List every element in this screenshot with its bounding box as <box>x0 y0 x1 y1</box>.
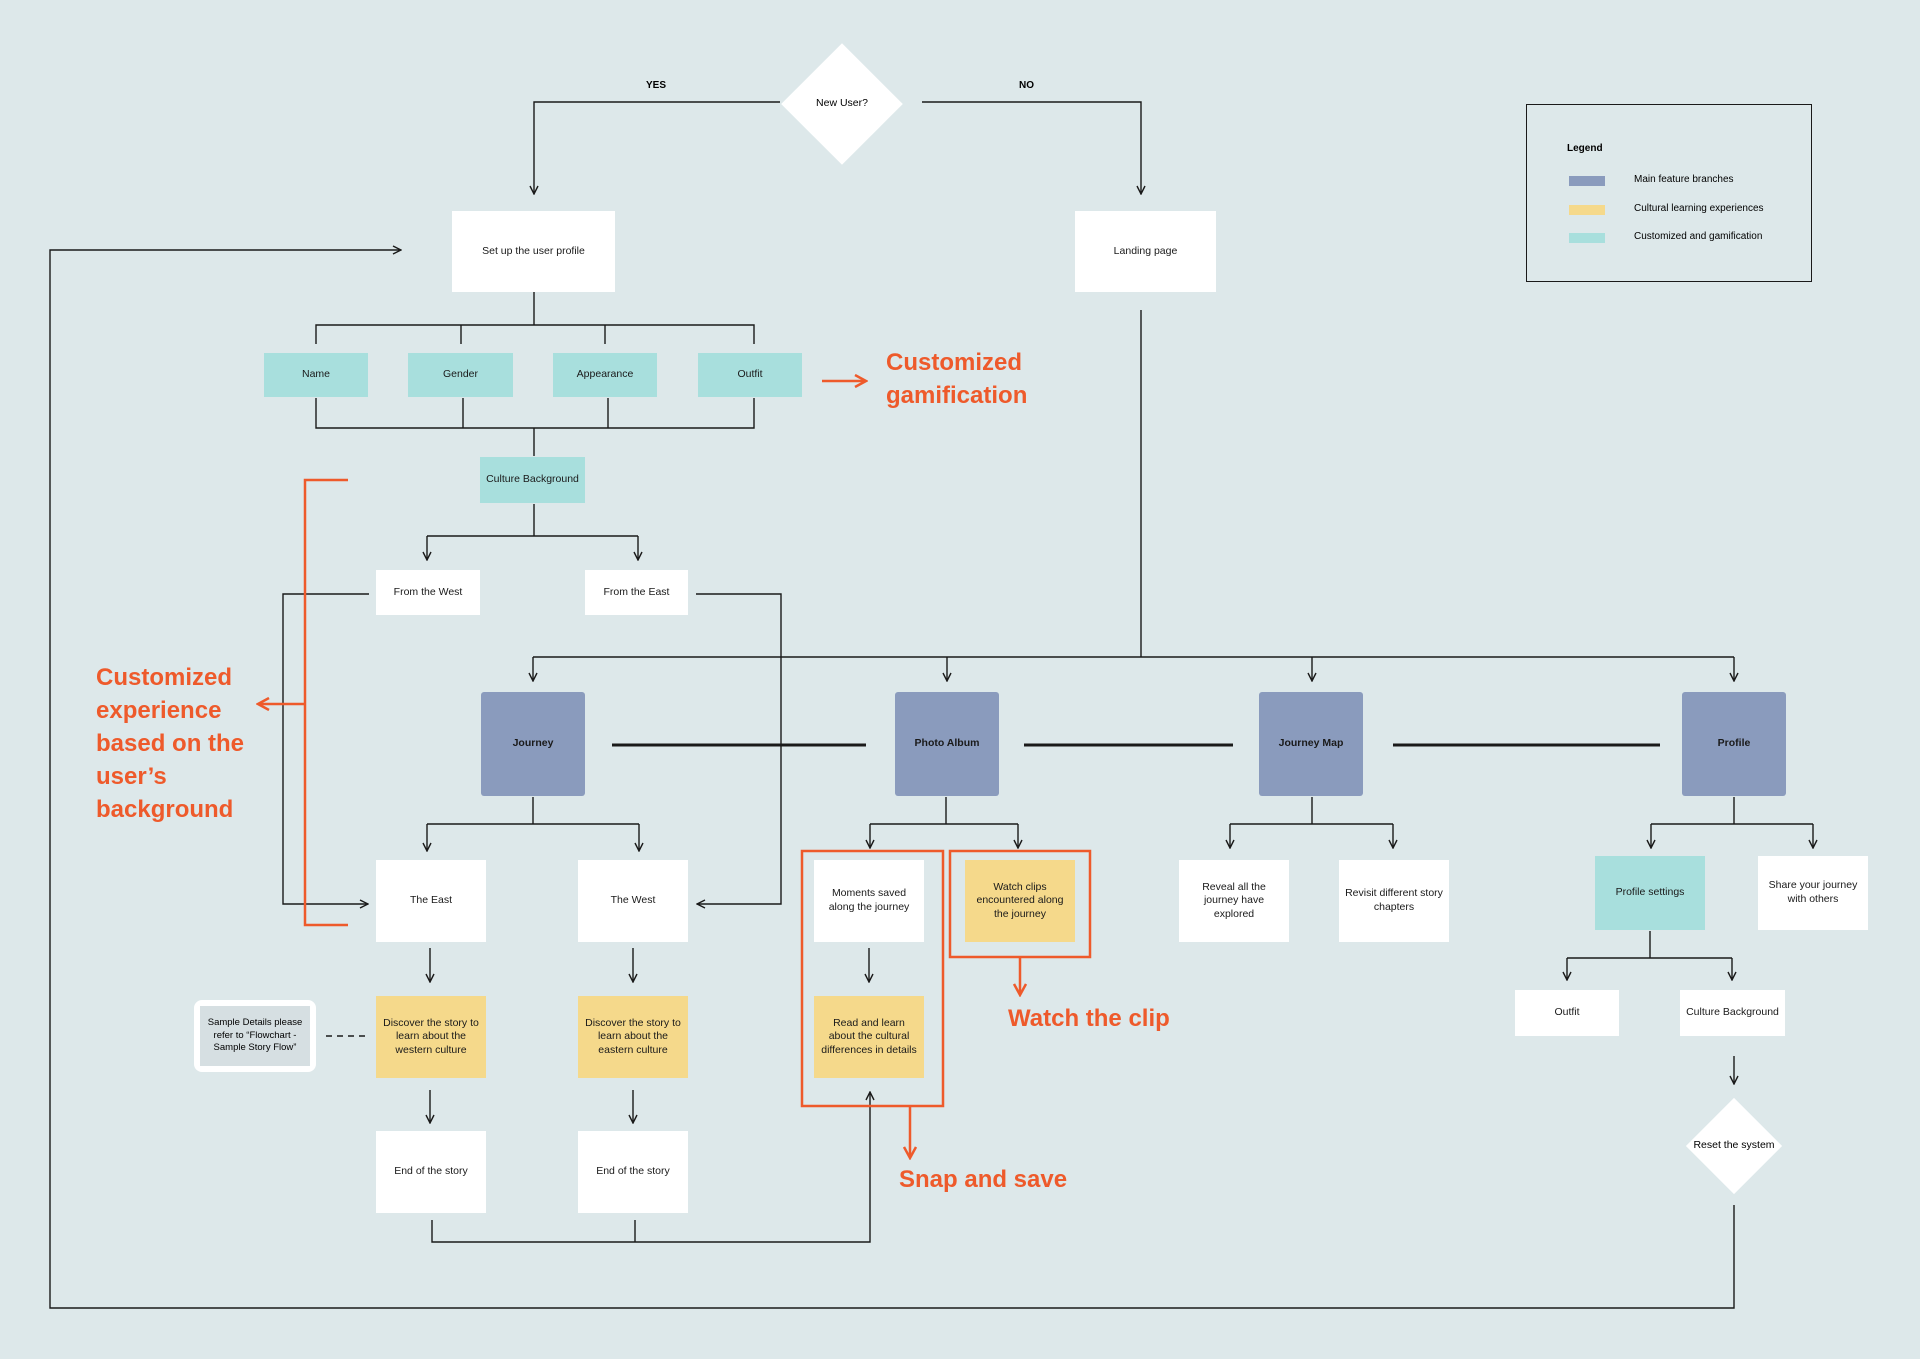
setup-profile-node: Set up the user profile <box>452 211 615 292</box>
legend-label-custom: Customized and gamification <box>1634 231 1763 242</box>
the-east-node: The East <box>376 860 486 942</box>
name-node: Name <box>264 353 368 397</box>
snap-and-save-annotation: Snap and save <box>899 1166 1068 1193</box>
legend-swatch-main <box>1569 176 1605 186</box>
culture-background-setting-node: Culture Background <box>1680 990 1785 1036</box>
no-label: NO <box>1019 80 1034 91</box>
legend-swatch-cultural <box>1569 205 1605 215</box>
revisit-chapters-node: Revisit different story chapters <box>1339 860 1449 942</box>
sample-details-note: Sample Details please refer to “Flowchar… <box>194 1000 316 1072</box>
yes-label: YES <box>646 80 667 91</box>
landing-page-node: Landing page <box>1075 211 1216 292</box>
photo-album-node: Photo Album <box>895 692 999 796</box>
from-the-east-node: From the East <box>585 570 688 615</box>
discover-eastern-node: Discover the story to learn about the ea… <box>578 996 688 1078</box>
appearance-node: Appearance <box>553 353 657 397</box>
culture-background-node: Culture Background <box>480 457 585 503</box>
profile-node: Profile <box>1682 692 1786 796</box>
customized-gamification-annotation: Customized gamification <box>886 349 1028 409</box>
legend-swatch-custom <box>1569 233 1605 243</box>
from-the-west-node: From the West <box>376 570 480 615</box>
legend-title: Legend <box>1567 143 1603 154</box>
end-of-story-node-1: End of the story <box>376 1131 486 1213</box>
new-user-decision: New User? <box>778 42 906 166</box>
journey-node: Journey <box>481 692 585 796</box>
discover-western-node: Discover the story to learn about the we… <box>376 996 486 1078</box>
watch-the-clip-annotation: Watch the clip <box>1008 1005 1170 1032</box>
outfit-node: Outfit <box>698 353 802 397</box>
legend-label-main: Main feature branches <box>1634 174 1734 185</box>
decision-text: New User? <box>816 97 868 110</box>
note-text: Sample Details please refer to “Flowchar… <box>200 1006 310 1066</box>
read-learn-node: Read and learn about the cultural differ… <box>814 996 924 1078</box>
reveal-journey-node: Reveal all the journey have explored <box>1179 860 1289 942</box>
watch-clips-node: Watch clips encountered along the journe… <box>965 860 1075 942</box>
reset-text: Reset the system <box>1693 1139 1775 1152</box>
customized-experience-annotation: Customized experience based on the user’… <box>96 664 245 823</box>
reset-system-node: Reset the system <box>1685 1097 1783 1195</box>
share-journey-node: Share your journey with others <box>1758 856 1868 930</box>
end-of-story-node-2: End of the story <box>578 1131 688 1213</box>
the-west-node: The West <box>578 860 688 942</box>
legend-label-cultural: Cultural learning experiences <box>1634 203 1764 214</box>
outfit-setting-node: Outfit <box>1515 990 1619 1036</box>
moments-saved-node: Moments saved along the journey <box>814 860 924 942</box>
legend: Legend Main feature branches Cultural le… <box>1526 104 1812 282</box>
gender-node: Gender <box>408 353 513 397</box>
journey-map-node: Journey Map <box>1259 692 1363 796</box>
profile-settings-node: Profile settings <box>1595 856 1705 930</box>
